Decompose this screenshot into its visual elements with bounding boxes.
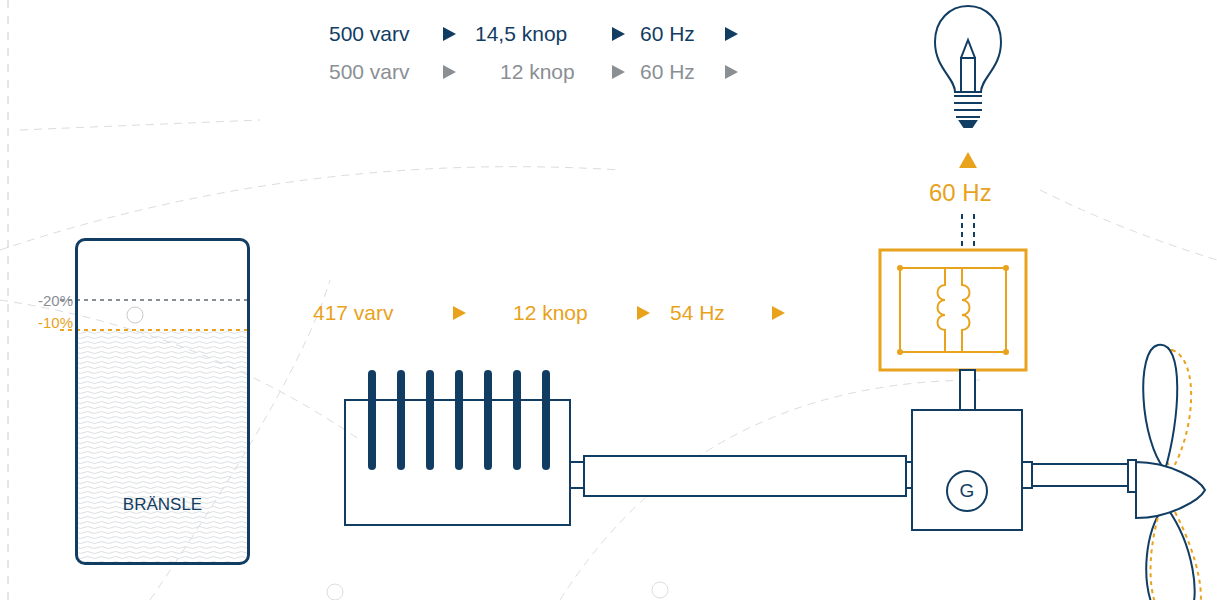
fuel-level-mark: -20%	[38, 293, 73, 308]
generator-symbol-label: G	[960, 481, 975, 502]
fuel-tank-label: BRÄNSLE	[123, 496, 202, 515]
fuel-level-mark: -10%	[38, 315, 73, 330]
output-frequency: 60 Hz	[929, 181, 992, 205]
speed-value: 14,5 knop	[475, 23, 567, 44]
rpm-value: 417 varv	[313, 302, 394, 323]
speed-value: 12 knop	[513, 302, 588, 323]
rpm-value: 500 varv	[329, 61, 410, 82]
frequency-value: 60 Hz	[640, 61, 695, 82]
speed-value: 12 knop	[500, 61, 575, 82]
fuel-tank: BRÄNSLE	[75, 238, 250, 565]
generator-symbol: G	[946, 470, 988, 512]
rpm-value: 500 varv	[329, 23, 410, 44]
frequency-value: 54 Hz	[670, 302, 725, 323]
frequency-value: 60 Hz	[640, 23, 695, 44]
